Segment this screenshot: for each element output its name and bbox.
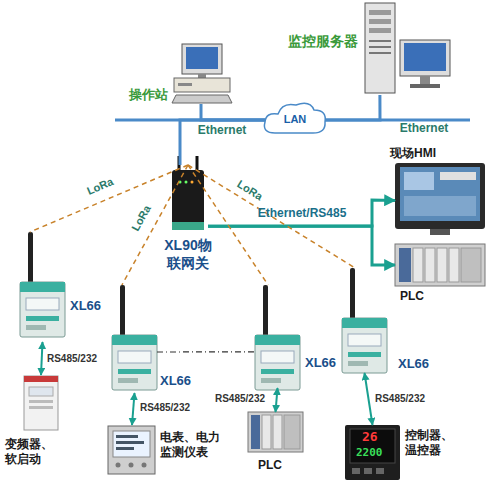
xl66-module xyxy=(255,285,300,390)
lora-link xyxy=(30,165,188,232)
xl66-node: XL66 xyxy=(342,268,387,373)
edge-label: RS485/232 xyxy=(215,393,265,404)
node-label: 现场HMI xyxy=(390,146,460,161)
rs485-link xyxy=(41,342,43,375)
fieldbus-arrow xyxy=(208,226,395,265)
controller-icon xyxy=(345,425,400,480)
node-label: XL90物联网关 xyxy=(160,237,216,272)
xl66-module xyxy=(342,268,387,373)
node-label: PLC xyxy=(258,458,298,473)
dashdot-link xyxy=(157,351,255,352)
rs485-link xyxy=(276,388,278,412)
fieldbus-arrow xyxy=(208,200,395,226)
node-label: 监控服务器 xyxy=(278,33,358,51)
gateway-node: XL90物联网关 xyxy=(168,165,208,233)
server-icon xyxy=(365,3,450,93)
node-label: LAN xyxy=(265,113,325,127)
node-label: PLC xyxy=(400,289,440,304)
node-label: 操作站 xyxy=(122,87,168,103)
device-node: 变频器、软启动 xyxy=(22,375,60,430)
rs485-link xyxy=(132,393,135,425)
device-node: 电表、电力监测仪表 xyxy=(108,425,156,475)
display-digits: 2200 xyxy=(356,447,383,459)
hmi-icon xyxy=(395,163,485,235)
ethernet-line xyxy=(180,120,265,165)
xl66-node: XL66 xyxy=(255,285,300,388)
plc-icon xyxy=(395,244,485,286)
hmi-node: 现场HMI xyxy=(395,163,485,238)
ethernet-line xyxy=(325,95,380,120)
lan-cloud xyxy=(264,103,325,133)
xl66-module xyxy=(112,285,157,390)
gateway-icon xyxy=(172,156,204,230)
display-digits: 26 xyxy=(362,430,378,444)
xl66-node: XL66 xyxy=(20,232,65,342)
xl66-module xyxy=(20,232,65,337)
plc-node: PLC xyxy=(395,244,485,286)
edge-label: Ethernet xyxy=(400,122,449,135)
edge-label: LoRa xyxy=(129,203,153,233)
lan-cloud: LAN xyxy=(265,105,325,135)
xl66-node: XL66 xyxy=(112,285,157,393)
lora-link xyxy=(188,165,355,268)
node-label: 变频器、软启动 xyxy=(5,437,61,467)
ethernet-line xyxy=(201,104,265,120)
node-label: 电表、电力监测仪表 xyxy=(160,430,222,460)
node-label: XL66 xyxy=(305,355,345,371)
meter-icon xyxy=(108,426,155,474)
plc-icon xyxy=(248,412,303,452)
pc-icon xyxy=(172,44,232,103)
rs485-link xyxy=(365,373,373,425)
node-label: XL66 xyxy=(160,373,200,389)
node-label: 控制器、温控器 xyxy=(405,428,457,458)
server-node: 监控服务器 xyxy=(360,0,455,95)
edge-label: RS485/232 xyxy=(47,353,97,364)
node-label: XL66 xyxy=(70,298,110,314)
edge-label: RS485/232 xyxy=(375,393,425,404)
node-label: XL66 xyxy=(398,356,438,372)
inverter-icon xyxy=(24,376,58,430)
edge-label: Ethernet/RS485 xyxy=(258,207,347,220)
edge-label: LoRa xyxy=(235,178,265,203)
edge-label: Ethernet xyxy=(198,124,247,137)
station-node: 操作站 xyxy=(170,42,232,104)
device-node: PLC xyxy=(248,412,303,452)
edge-label: RS485/232 xyxy=(140,402,190,413)
edge-label: LoRa xyxy=(85,175,115,197)
